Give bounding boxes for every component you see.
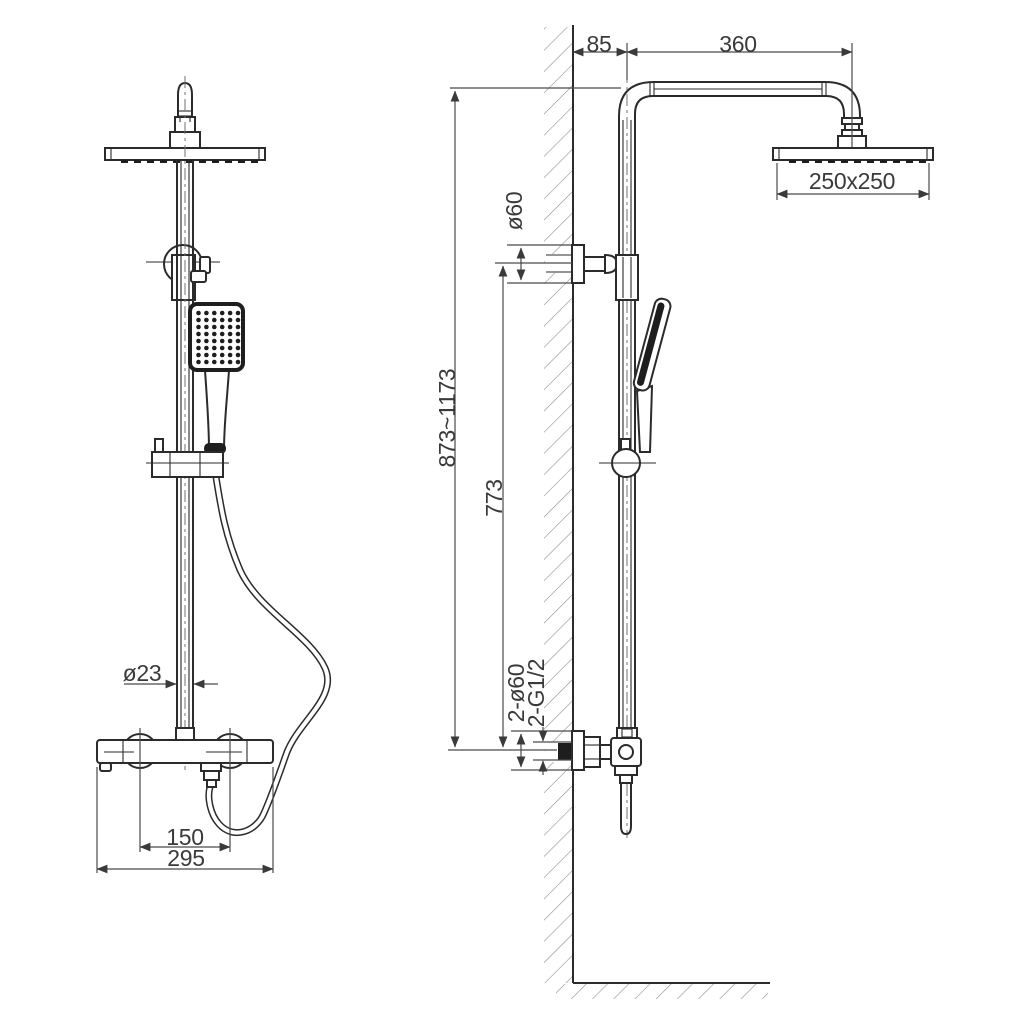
shower-column-front — [176, 76, 194, 770]
dim-label-360: 360 — [719, 31, 756, 57]
dim-label-773: 773 — [481, 479, 507, 516]
hand-shower-handle-front — [203, 369, 231, 451]
dim-label-250x250: 250x250 — [809, 168, 895, 194]
dimension-handle-spacing-150: 150 — [139, 728, 231, 852]
upper-wall-bracket — [571, 244, 639, 301]
riser-pipe — [618, 48, 861, 838]
mixer-valve-front — [96, 727, 274, 788]
dimension-mixer-width-295: 295 — [96, 767, 274, 874]
hand-shower-side — [599, 297, 672, 478]
dimension-inlet-thread-2-g12: 2-G1/2 — [523, 659, 572, 775]
dim-label-o60: ø60 — [501, 192, 527, 231]
slider-bracket-front — [146, 438, 229, 478]
dimension-arm-length-360: 360 — [626, 31, 853, 147]
hand-shower-front — [188, 302, 245, 454]
shower-hose — [205, 476, 331, 836]
overhead-shower-side — [772, 117, 934, 163]
lower-wall-feed — [545, 742, 573, 762]
dim-label-873-1173: 873~1173 — [434, 369, 460, 468]
front-view: ø23 150 295 — [96, 76, 331, 874]
dimension-head-size-250x250: 250x250 — [776, 163, 930, 200]
hand-shower-handle-side — [635, 384, 654, 453]
dim-label-85: 85 — [587, 31, 612, 57]
mixer-body — [96, 739, 274, 764]
bracket-knob-front — [190, 256, 211, 283]
dimension-column-diameter-o23: ø23 — [123, 660, 218, 689]
side-view: 85 360 250x250 ø60 873~1173 7 — [434, 25, 934, 999]
dim-label-o23: ø23 — [123, 660, 162, 686]
dim-label-150: 150 — [166, 824, 203, 850]
dimension-bracket-height-773: 773 — [481, 262, 572, 748]
dimension-inlet-diameter-2-o60: 2-ø60 — [503, 664, 571, 771]
wall-hatching — [544, 27, 768, 999]
shower-nozzles-side — [789, 160, 926, 163]
dim-label-295: 295 — [167, 845, 204, 871]
hose-outlet-side — [620, 783, 632, 836]
mixer-spout-nub — [99, 762, 112, 772]
dimension-height-range-873-1173: 873~1173 — [434, 87, 621, 751]
dimension-bracket-diameter-o60: ø60 — [501, 192, 571, 284]
inlet-pipe-section — [558, 743, 573, 760]
hand-shower-nozzle-dots — [196, 310, 241, 365]
dim-label-2-g12: 2-G1/2 — [523, 659, 549, 728]
lower-valve-side — [571, 727, 642, 836]
hose-connector-front — [200, 762, 222, 788]
dimension-wall-offset-85: 85 — [572, 31, 628, 80]
overhead-shower-plate-side — [772, 147, 934, 161]
dim-label-2-o60: 2-ø60 — [503, 664, 529, 723]
